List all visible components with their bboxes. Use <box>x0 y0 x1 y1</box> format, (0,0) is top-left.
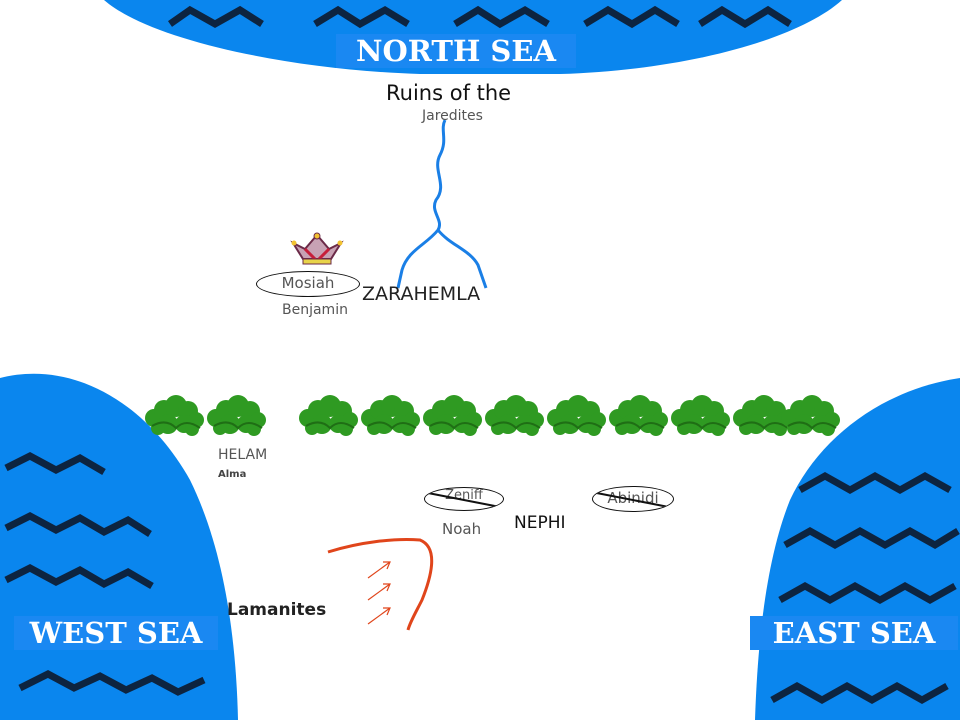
lamanite-arrows <box>367 561 391 625</box>
tree-icon <box>547 395 606 436</box>
zeniff-label: Zeniff <box>445 488 483 503</box>
tree-icon <box>781 395 840 436</box>
helam-label: HELAM <box>218 447 268 463</box>
abinidi-label: Abinidi <box>607 489 659 507</box>
ruins-label-line2: Jaredites <box>422 108 483 124</box>
zarahemla-label: ZARAHEMLA <box>362 283 481 305</box>
tree-row <box>145 395 840 436</box>
tree-icon <box>299 395 358 436</box>
tree-icon <box>423 395 482 436</box>
tree-icon <box>145 395 204 436</box>
nephi-label: NEPHI <box>514 513 566 533</box>
zeniff-oval: Zeniff <box>424 487 504 511</box>
east-sea-waves <box>770 471 960 705</box>
west-sea <box>0 373 238 720</box>
tree-icon <box>609 395 668 436</box>
north-sea-label: NORTH SEA <box>336 34 576 68</box>
tree-icon <box>671 395 730 436</box>
mosiah-label: Mosiah <box>281 274 335 292</box>
tree-icon <box>361 395 420 436</box>
river-sidon <box>396 119 447 289</box>
west-sea-label: WEST SEA <box>14 616 218 650</box>
west-sea-waves <box>4 452 206 696</box>
mosiah-oval: Mosiah <box>256 271 360 297</box>
north-sea-waves <box>167 5 792 29</box>
ruins-label-line1: Ruins of the <box>386 81 512 105</box>
abinidi-oval: Abinidi <box>592 486 674 512</box>
river-branch <box>436 229 488 289</box>
alma-label: Alma <box>218 469 247 480</box>
lamanites-label: Lamanites <box>227 600 327 620</box>
tree-icon <box>207 395 266 436</box>
noah-label: Noah <box>442 520 482 538</box>
east-sea-label: EAST SEA <box>750 616 958 650</box>
benjamin-label: Benjamin <box>282 302 348 318</box>
lamanite-path <box>327 538 434 631</box>
crown-icon <box>290 232 344 265</box>
tree-icon <box>485 395 544 436</box>
